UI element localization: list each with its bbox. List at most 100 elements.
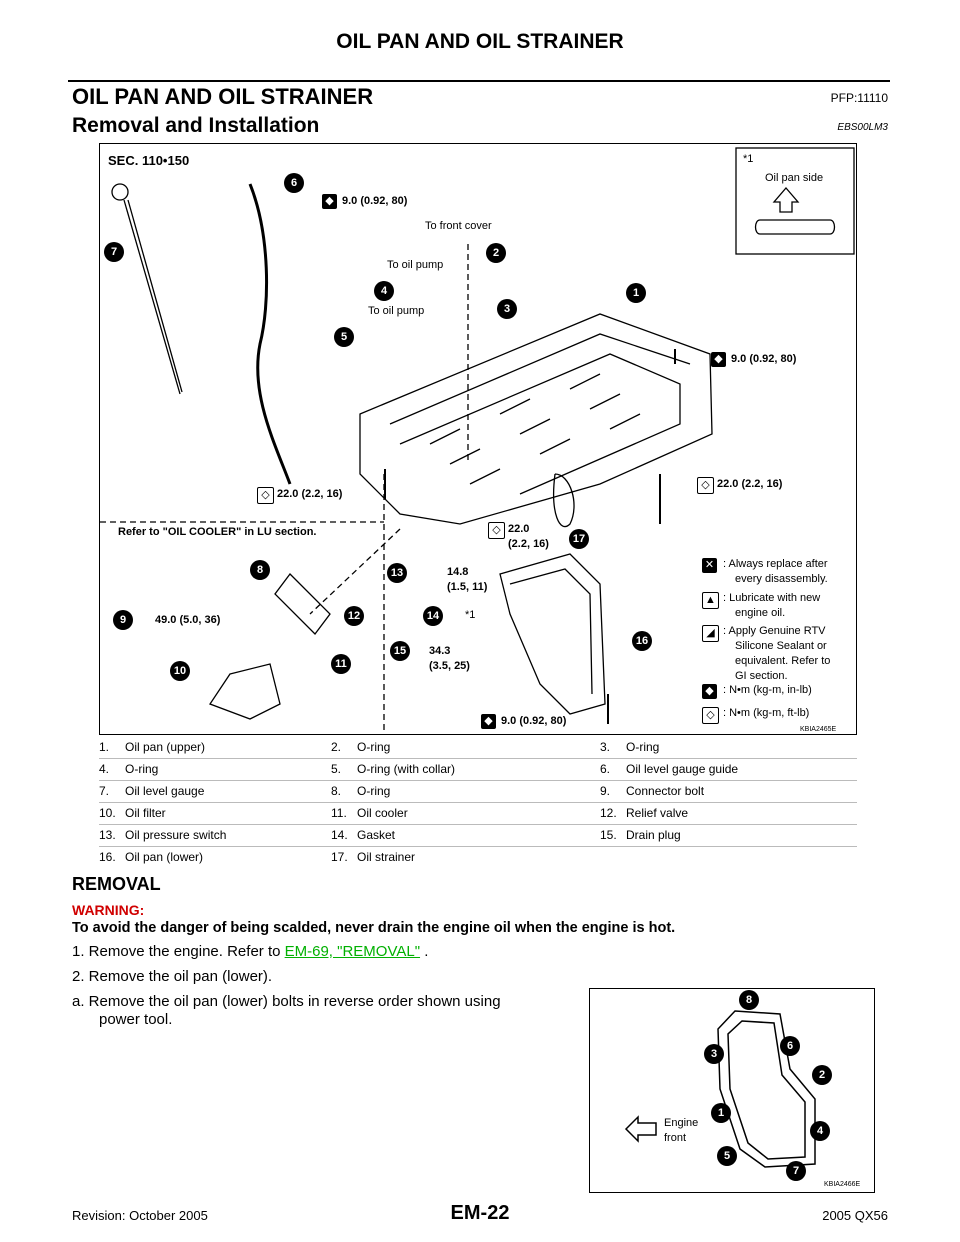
- torque-mid2: (2.2, 16): [508, 538, 549, 550]
- bolt-callout-1: 1: [711, 1103, 731, 1123]
- warning-label: WARNING:: [72, 902, 145, 918]
- part-item: 14.Gasket: [331, 828, 395, 842]
- callout-16: 16: [632, 631, 652, 651]
- label-star1: *1: [465, 609, 476, 621]
- part-number: 12.: [600, 806, 617, 820]
- torque-ftlb-icon: ◇: [257, 487, 274, 504]
- callout-1: 1: [626, 283, 646, 303]
- bolt-callout-8: 8: [739, 990, 759, 1010]
- torque-13b: (1.5, 11): [447, 581, 488, 593]
- part-name: Gasket: [357, 828, 396, 842]
- inset-label: Oil pan side: [765, 172, 824, 184]
- step-1-text: 1. Remove the engine. Refer to: [72, 943, 285, 960]
- part-number: 1.: [99, 740, 110, 754]
- diagram-drawing: [100, 147, 855, 734]
- label-to-oil-pump-2: To oil pump: [368, 305, 425, 317]
- torque-right: 22.0 (2.2, 16): [717, 478, 783, 490]
- part-name: Oil pan (lower): [125, 850, 204, 864]
- part-item: 17.Oil strainer: [331, 850, 415, 864]
- bolt-callout-7: 7: [786, 1161, 806, 1181]
- part-item: 10.Oil filter: [99, 806, 166, 820]
- subsection-code: EBS00LM3: [837, 122, 888, 133]
- part-item: 12.Relief valve: [600, 806, 688, 820]
- part-item: 8.O-ring: [331, 784, 390, 798]
- torque-1: 9.0 (0.92, 80): [731, 353, 797, 365]
- legend-inlb: : N•m (kg-m, in-lb): [723, 684, 812, 696]
- step-1: 1. Remove the engine. Refer to EM-69, "R…: [72, 943, 428, 960]
- label-refer-cooler: Refer to "OIL COOLER" in LU section.: [118, 526, 317, 538]
- callout-2: 2: [486, 243, 506, 263]
- part-item: 2.O-ring: [331, 740, 390, 754]
- part-number: 3.: [600, 740, 611, 754]
- callout-12: 12: [344, 606, 364, 626]
- step-2: 2. Remove the oil pan (lower).: [72, 968, 273, 985]
- subsection-title: Removal and Installation: [72, 114, 320, 137]
- torque-left: 22.0 (2.2, 16): [277, 488, 343, 500]
- legend-replace-2: every disassembly.: [735, 573, 828, 585]
- part-number: 5.: [331, 762, 342, 776]
- part-name: O-ring: [125, 762, 159, 776]
- part-number: 4.: [99, 762, 110, 776]
- part-item: 5. O-ring (with collar): [331, 762, 455, 776]
- exploded-diagram: SEC. 110•150 *1 Oil pan side To front co…: [99, 143, 857, 735]
- torque-inlb-icon: ◆: [322, 194, 337, 209]
- part-number: 16.: [99, 850, 116, 864]
- bolt-order-diagram: Engine front 1 2 3 4 5 6 7 8 KBIA2466E: [589, 988, 875, 1193]
- torque-ftlb-icon: ◇: [702, 707, 719, 724]
- bolt-callout-2: 2: [812, 1065, 832, 1085]
- step-a-line1: a. Remove the oil pan (lower) bolts in r…: [72, 993, 501, 1010]
- callout-9: 9: [113, 610, 133, 630]
- torque-ftlb-icon: ◇: [697, 477, 714, 494]
- pfp-code: PFP:11110: [830, 91, 888, 105]
- replace-icon: ✕: [702, 558, 717, 573]
- part-item: 13.Oil pressure switch: [99, 828, 226, 842]
- part-name: Oil level gauge: [125, 784, 205, 798]
- step-1-post: .: [420, 943, 429, 960]
- callout-5: 5: [334, 327, 354, 347]
- part-name: O-ring: [357, 740, 391, 754]
- part-number: 15.: [600, 828, 617, 842]
- callout-17: 17: [569, 529, 589, 549]
- legend-lube-2: engine oil.: [735, 607, 786, 619]
- part-row-divider: [99, 824, 857, 825]
- engine-front-label-2: front: [664, 1132, 687, 1144]
- callout-3: 3: [497, 299, 517, 319]
- torque-inlb-icon: ◆: [711, 352, 726, 367]
- part-name: Oil pan (upper): [125, 740, 206, 754]
- legend-sealant-2: Silicone Sealant or: [735, 640, 827, 652]
- callout-6: 6: [284, 173, 304, 193]
- legend-sealant-4: GI section.: [735, 670, 788, 682]
- callout-10: 10: [170, 661, 190, 681]
- callout-15: 15: [390, 641, 410, 661]
- sec-number: SEC. 110•150: [108, 153, 190, 168]
- torque-13: 14.8: [447, 566, 469, 578]
- lubricate-icon: ▲: [702, 592, 719, 609]
- part-item: 4. O-ring: [99, 762, 158, 776]
- legend-lube-1: : Lubricate with new: [723, 592, 821, 604]
- part-name: Connector bolt: [626, 784, 705, 798]
- warning-text: To avoid the danger of being scalded, ne…: [72, 920, 676, 936]
- part-name: Oil filter: [125, 806, 166, 820]
- legend-ftlb: : N•m (kg-m, ft-lb): [723, 707, 810, 719]
- torque-ftlb-icon: ◇: [488, 522, 505, 539]
- page-header-title: OIL PAN AND OIL STRAINER: [336, 30, 624, 53]
- figure2-code: KBIA2466E: [824, 1181, 861, 1188]
- part-name: Oil pressure switch: [125, 828, 227, 842]
- legend-sealant-1: : Apply Genuine RTV: [723, 625, 826, 637]
- legend-sealant-3: equivalent. Refer to: [735, 655, 831, 667]
- part-item: 9.Connector bolt: [600, 784, 704, 798]
- callout-4: 4: [374, 281, 394, 301]
- step-a-line2: power tool.: [99, 1011, 173, 1028]
- part-name: Drain plug: [626, 828, 681, 842]
- bolt-callout-4: 4: [810, 1121, 830, 1141]
- bolt-callout-6: 6: [780, 1036, 800, 1056]
- label-to-front-cover: To front cover: [425, 220, 492, 232]
- step-1-link[interactable]: EM-69, "REMOVAL": [284, 943, 421, 960]
- part-row-divider: [99, 802, 857, 803]
- part-row-divider: [99, 758, 857, 759]
- part-name: O-ring (with collar): [357, 762, 456, 776]
- part-number: 8.: [331, 784, 342, 798]
- part-number: 6.: [600, 762, 611, 776]
- inset-mark: *1: [743, 153, 754, 165]
- part-item: 1. Oil pan (upper): [99, 740, 205, 754]
